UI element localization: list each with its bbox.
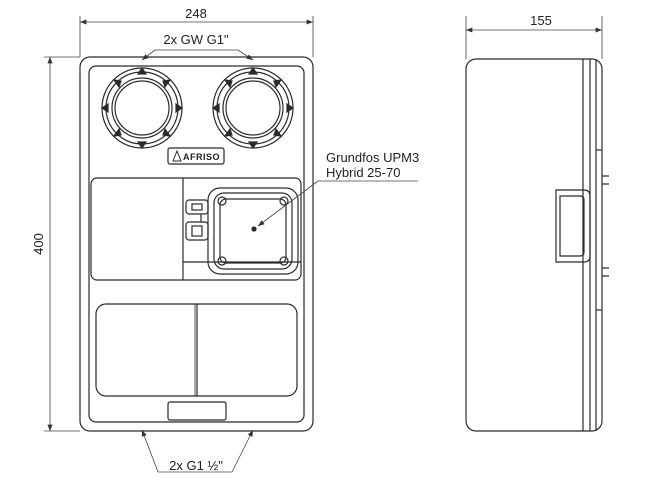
pump-window — [90, 177, 302, 281]
pump-body — [185, 187, 299, 275]
pump-label-line1: Grundfos UPM3 — [326, 150, 419, 165]
brand-plate — [167, 147, 225, 165]
pump-label-line2: Hybrid 25-70 — [326, 165, 400, 180]
dim-front-width: 248 — [185, 6, 207, 21]
front-casing-outer — [79, 56, 314, 432]
dim-side-depth: 155 — [530, 13, 552, 28]
top-left-connection — [100, 66, 184, 150]
front-casing-inner — [88, 65, 305, 423]
side-handle — [555, 189, 591, 263]
dim-height: 400 — [31, 233, 46, 255]
bottom-connection-label: 2x G1 ½" — [169, 458, 223, 473]
side-view — [465, 58, 609, 432]
side-casing — [465, 58, 603, 432]
front-view — [79, 56, 314, 432]
bottom-handle-slot — [167, 401, 227, 421]
afriso-logo: AFRISO — [183, 152, 220, 162]
top-connection-label: 2x GW G1" — [163, 32, 229, 47]
dimension-lines — [44, 16, 603, 473]
top-right-connection — [211, 66, 295, 150]
